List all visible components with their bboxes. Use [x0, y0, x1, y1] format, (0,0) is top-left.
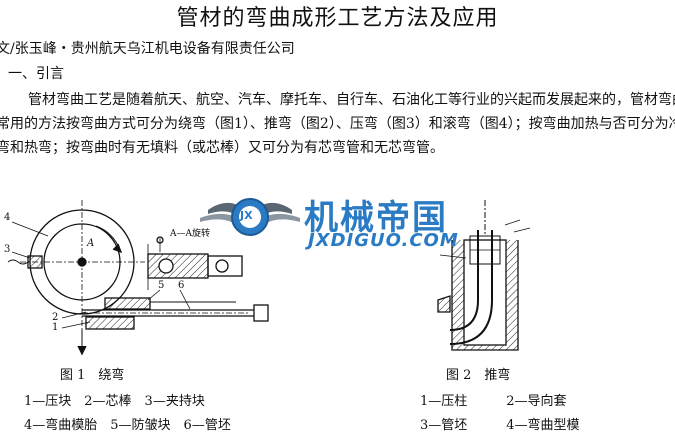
intro-paragraph: 管材弯曲工艺是随着航天、航空、汽车、摩托车、自行车、石油化工等行业的兴起而发展起…: [0, 92, 675, 156]
fig1-label-2: 2: [52, 312, 59, 323]
figure2-caption: 图 2 推弯: [446, 368, 511, 383]
fig1-label-6: 6: [178, 280, 185, 291]
watermark-logo: [200, 198, 300, 236]
watermark-chinese: 机械帝国: [304, 198, 448, 238]
figure1-legend-line2: 4—弯曲模胎 5—防皱块 6—管坯: [24, 418, 231, 433]
figure1-drawing: [7, 200, 269, 356]
figure2-legend-line2: 3—管坯 4—弯曲型模: [420, 418, 580, 433]
figure1-caption: 图 1 绕弯: [60, 368, 125, 383]
section-heading: 一、引言: [8, 66, 64, 82]
watermark-logo-letter: JX: [240, 209, 253, 222]
watermark-english: JXDIGUO.COM: [308, 230, 459, 251]
fig1-label-A: A: [87, 238, 95, 249]
figure1-legend-line1: 1—压块 2—芯棒 3—夹持块: [24, 394, 205, 409]
author-line: 文/张玉峰・贵州航天乌江机电设备有限责任公司: [0, 41, 295, 57]
figure2-legend-line1: 1—压柱 2—导向套: [420, 394, 567, 409]
fig1-label-1: 1: [52, 322, 59, 333]
fig1-label-5: 5: [158, 280, 165, 291]
fig1-label-4: 4: [4, 212, 11, 223]
figure2-drawing: [437, 200, 531, 351]
fig1-label-3: 3: [4, 244, 11, 255]
article-title: 管材的弯曲成形工艺方法及应用: [176, 6, 499, 31]
fig1-section-label: A—A旋转: [170, 229, 210, 239]
